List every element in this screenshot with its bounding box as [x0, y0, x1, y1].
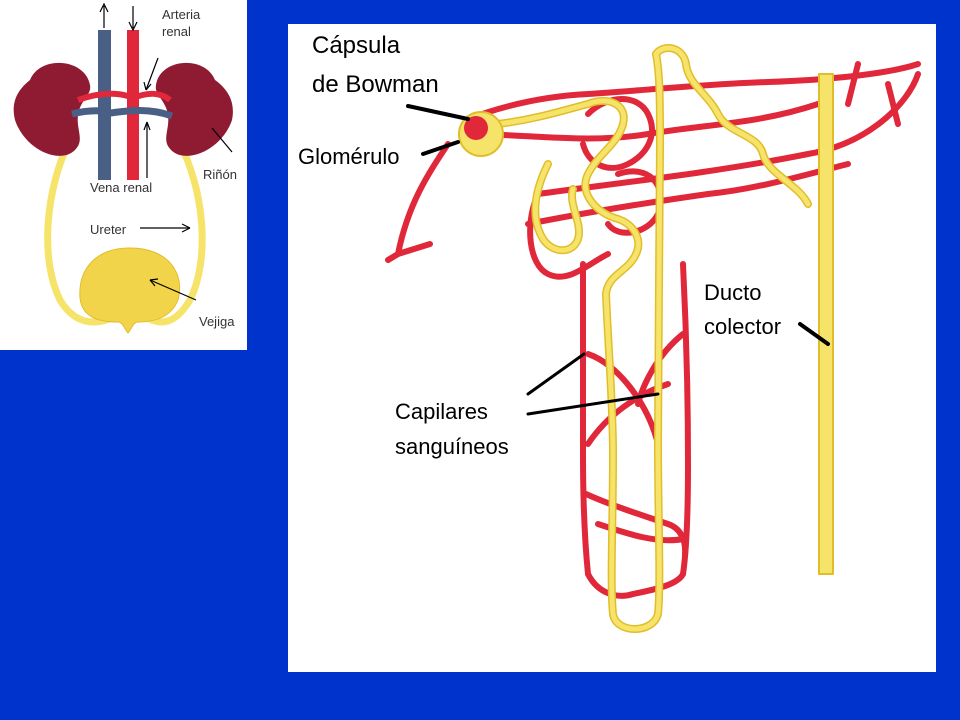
- capilares-pointer-1: [526, 352, 586, 396]
- nephron-panel: Cápsula de Bowman Glomérulo Ducto colect…: [288, 24, 936, 672]
- nephron-illustration: [385, 44, 921, 633]
- vejiga-pointer: [149, 279, 197, 301]
- ducto-pointer: [798, 322, 830, 346]
- arteria-label-line1: Arteria: [162, 7, 201, 22]
- capsula-label-line2: de Bowman: [312, 71, 439, 98]
- arteria-label-line2: renal: [162, 24, 191, 39]
- capilares-label-line1: Capilares: [395, 399, 488, 424]
- ureter-label: Ureter: [90, 222, 127, 237]
- capilares-label-line2: sanguíneos: [395, 434, 509, 459]
- ducto-label-line2: colector: [704, 314, 782, 340]
- ducto-label-line1: Ducto: [704, 280, 762, 306]
- arteria-pointer: [145, 57, 159, 91]
- collecting-duct: [818, 73, 834, 575]
- right-ureter: [146, 138, 206, 326]
- glomerulo-pointer: [421, 140, 460, 156]
- urinary-system-illustration: [13, 2, 233, 334]
- aorta: [127, 30, 139, 180]
- urinary-system-panel: Arteria renal Riñón Vena renal Ureter Ve…: [0, 0, 247, 350]
- bladder: [79, 247, 181, 334]
- rinon-pointer: [211, 127, 233, 153]
- tubule: [495, 45, 811, 632]
- renal-artery: [76, 90, 172, 103]
- capilares-pointer-2: [526, 392, 660, 416]
- artery-arrow: [128, 6, 138, 32]
- glomerulo-label: Glomérulo: [298, 144, 400, 169]
- capsula-label-line1: Cápsula: [312, 32, 401, 59]
- vejiga-label: Vejiga: [199, 314, 235, 329]
- glomerulus: [464, 116, 488, 140]
- right-kidney: [155, 62, 233, 156]
- capillary-network: [385, 61, 921, 599]
- vein-arrow: [99, 2, 109, 28]
- vena-cava: [98, 30, 111, 180]
- renal-vein: [71, 107, 174, 120]
- vena-renal-label: Vena renal: [90, 180, 153, 195]
- rinon-label: Riñón: [203, 167, 237, 183]
- left-kidney: [13, 62, 91, 156]
- capsula-pointer: [406, 104, 470, 121]
- left-ureter: [44, 138, 114, 326]
